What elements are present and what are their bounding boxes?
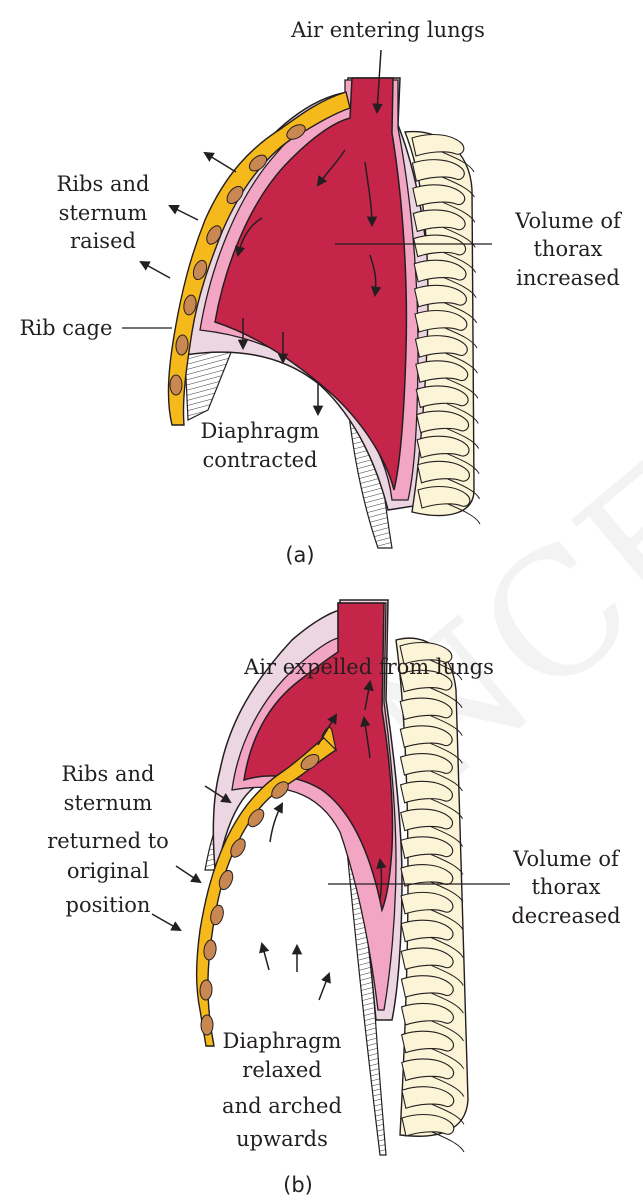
diaphragm-label-1: Diaphragm bbox=[201, 419, 320, 443]
ribs-raised-arrow-2 bbox=[170, 206, 198, 220]
diaphragm-up-arrow-1 bbox=[262, 944, 269, 970]
rib-spot bbox=[201, 1015, 213, 1035]
diaphragm-label-2: contracted bbox=[203, 448, 318, 472]
diaphragm-muscle-front bbox=[185, 349, 232, 420]
ribs-raised-label-2: sternum bbox=[59, 201, 148, 225]
volume-label-2: thorax bbox=[531, 875, 600, 899]
diaphragm-label-4: upwards bbox=[236, 1127, 328, 1151]
diaphragm-label-3: and arched bbox=[222, 1094, 342, 1118]
ribs-raised-label-3: raised bbox=[70, 229, 136, 253]
caption-b: (b) bbox=[283, 1173, 313, 1197]
volume-label-1: Volume of bbox=[514, 209, 623, 233]
ribcage-label: Rib cage bbox=[20, 316, 113, 340]
air-expelled-label: Air expelled from lungs bbox=[243, 655, 494, 679]
ribs-returned-label-1: Ribs and bbox=[62, 762, 155, 786]
ribs-returned-label-4: original bbox=[67, 859, 150, 883]
ribs-return-arrow-3 bbox=[152, 914, 180, 930]
diaphragm-label-2: relaxed bbox=[242, 1058, 321, 1082]
ribs-returned-label-2: sternum bbox=[64, 791, 153, 815]
panel-a: Air entering lungs Ribs and sternum rais… bbox=[20, 18, 623, 567]
ribs-raised-arrow-3 bbox=[141, 262, 170, 278]
ribs-returned-label-5: position bbox=[66, 893, 151, 917]
volume-label-3: decreased bbox=[511, 904, 620, 928]
volume-label-3: increased bbox=[516, 266, 620, 290]
volume-label-1: Volume of bbox=[512, 847, 621, 871]
diaphragm-up-arrow-3 bbox=[319, 974, 329, 1000]
rib-spot bbox=[170, 375, 182, 395]
ribs-raised-label-1: Ribs and bbox=[57, 172, 150, 196]
volume-label-2: thorax bbox=[533, 237, 602, 261]
ribs-returned-label-3: returned to bbox=[47, 829, 169, 853]
air-entering-label: Air entering lungs bbox=[290, 18, 485, 42]
diaphragm-label-1: Diaphragm bbox=[223, 1029, 342, 1053]
ribs-return-arrow-2 bbox=[176, 866, 200, 882]
caption-a: (a) bbox=[285, 543, 314, 567]
ribs-raised-arrow-1 bbox=[205, 153, 236, 172]
spine bbox=[396, 638, 468, 1152]
airflow-arrow-3 bbox=[270, 804, 282, 842]
